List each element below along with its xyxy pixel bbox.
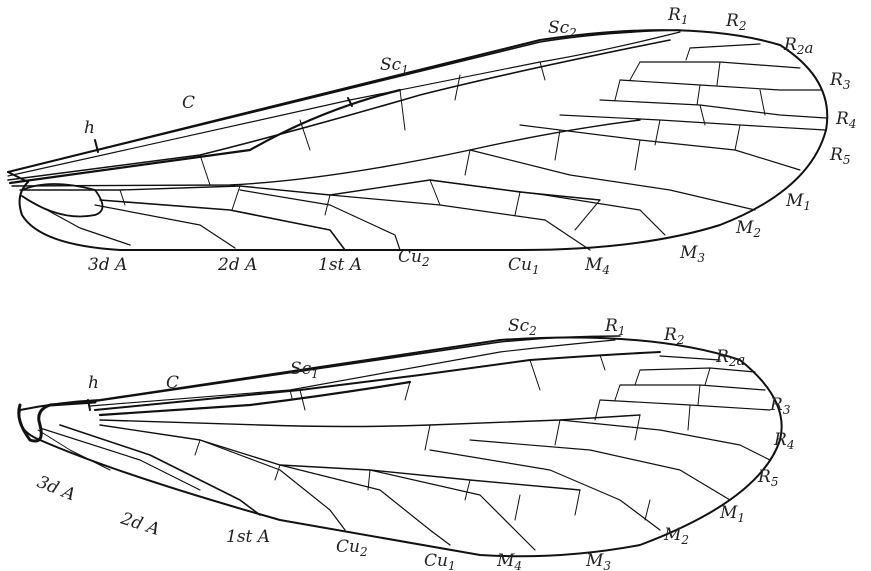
- fore-radius: [8, 40, 670, 180]
- hind-label-r4: R4: [773, 430, 794, 452]
- fore-label-2d-a: 2d A: [217, 255, 257, 275]
- hind-label-sc1: Sc1: [290, 359, 319, 381]
- fore-label-m2: M2: [735, 218, 761, 240]
- hind-label-m3: M3: [585, 551, 611, 571]
- hind-label-c: C: [166, 373, 179, 393]
- fore-label-r2: R2: [725, 11, 746, 33]
- fore-label-m1: M1: [785, 191, 811, 213]
- hind-label-m1: M1: [719, 503, 745, 525]
- hind-label-r2a: R2a: [715, 347, 745, 369]
- hind-radial-sector: [100, 382, 410, 415]
- fore-m4: [430, 180, 665, 235]
- fore-cubitus: [20, 180, 600, 200]
- fore-subcosta: [8, 32, 680, 176]
- hind-label-r3: R3: [769, 395, 791, 417]
- hind-cu2: [200, 440, 345, 530]
- fore-label-r5: R5: [829, 145, 850, 167]
- fore-media: [12, 120, 640, 186]
- fore-label-r3: R3: [829, 70, 851, 92]
- fore-2d-anal: [95, 205, 235, 248]
- hind-label-r5: R5: [757, 467, 778, 489]
- fore-r4: [620, 80, 822, 90]
- hind-label-3d-a: 3d A: [34, 472, 78, 505]
- hind-r5: [600, 400, 770, 410]
- fore-r2a: [690, 44, 760, 48]
- fore-1st-anal: [100, 200, 345, 250]
- hind-crossveins: [195, 355, 710, 520]
- fore-label-r1: R1: [667, 5, 688, 27]
- fore-label-h: h: [84, 118, 95, 138]
- fore-wing-outline: [8, 30, 827, 250]
- hind-m3: [430, 450, 660, 530]
- hind-label-2d-a: 2d A: [118, 508, 163, 540]
- fore-label-1st-a: 1st A: [318, 255, 362, 275]
- hind-wing: h C Sc1 Sc2 R1 R2 R2a R3 R4 R5 M1 M2 M3 …: [19, 316, 795, 571]
- fore-m1: [560, 115, 825, 130]
- fore-m3: [470, 150, 755, 210]
- fore-label-c: C: [182, 93, 195, 113]
- hind-m4: [370, 470, 535, 550]
- fore-label-r2a: R2a: [783, 35, 813, 57]
- hind-label-r1: R1: [604, 316, 625, 338]
- hind-label-cu1: Cu1: [424, 551, 456, 571]
- hind-label-sc2: Sc2: [508, 316, 537, 338]
- hind-r2a: [660, 356, 720, 360]
- fore-wing: h C Sc1 Sc2 R1 R2 R2a R3 R4 R5 M1 M2 M3 …: [8, 5, 856, 277]
- fore-label-sc2: Sc2: [548, 18, 577, 40]
- fore-r5: [600, 100, 826, 118]
- hind-label-cu2: Cu2: [336, 537, 368, 559]
- fore-anal-lobe: [22, 184, 103, 216]
- fore-label-3d-a: 3d A: [88, 255, 127, 275]
- hind-label-m4: M4: [496, 551, 522, 571]
- fore-3d-anal: [25, 198, 130, 245]
- hind-label-r2: R2: [663, 325, 684, 347]
- hind-label-1st-a: 1st A: [226, 527, 270, 547]
- hind-r4: [620, 385, 765, 390]
- fore-crossveins: [120, 48, 765, 230]
- fore-label-m4: M4: [584, 255, 610, 277]
- hind-m1: [560, 420, 770, 460]
- fore-label-m3: M3: [679, 243, 705, 265]
- fore-label-sc1: Sc1: [380, 55, 409, 77]
- fore-label-r4: R4: [835, 109, 856, 131]
- fore-label-cu1: Cu1: [508, 255, 540, 277]
- hind-label-h: h: [88, 373, 99, 393]
- hind-label-m2: M2: [663, 525, 689, 547]
- hind-cu1: [280, 465, 450, 545]
